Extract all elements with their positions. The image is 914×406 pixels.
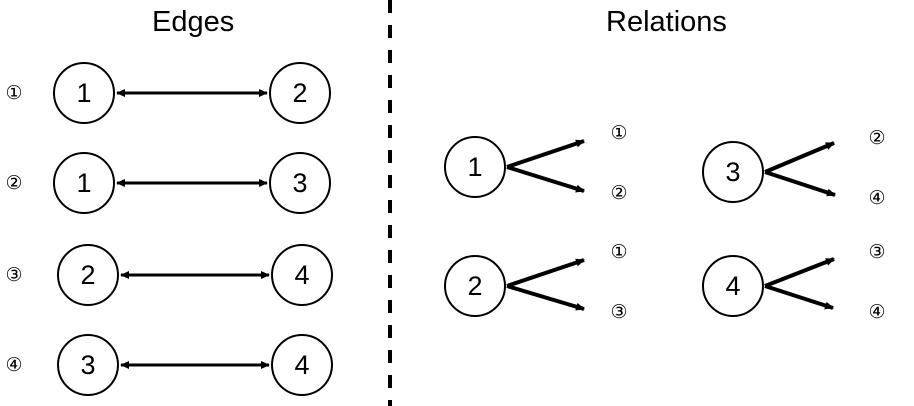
relation-node: 4 bbox=[702, 255, 764, 317]
relation-arrow bbox=[506, 165, 585, 193]
edge-node-from: 1 bbox=[53, 152, 115, 214]
relation-arrow bbox=[764, 170, 836, 197]
relation-arrow bbox=[506, 139, 585, 169]
relation-arrow bbox=[506, 258, 585, 288]
relation-node: 2 bbox=[444, 255, 506, 317]
edge-node-to: 4 bbox=[271, 334, 333, 396]
relation-arrow bbox=[506, 284, 585, 311]
edge-node-from: 3 bbox=[57, 334, 119, 396]
edge-id-label: ② bbox=[5, 172, 23, 194]
relation-target-label: ③ bbox=[868, 241, 886, 263]
relation-node: 3 bbox=[702, 141, 764, 203]
edge-node-to: 4 bbox=[271, 244, 333, 306]
relation-node: 1 bbox=[444, 136, 506, 198]
edge-id-label: ④ bbox=[5, 354, 23, 376]
relation-target-label: ④ bbox=[868, 301, 886, 323]
edge-id-label: ① bbox=[5, 82, 23, 104]
relation-target-label: ② bbox=[610, 182, 628, 204]
relation-target-label: ① bbox=[610, 122, 628, 144]
edge-id-label: ③ bbox=[5, 264, 23, 286]
relations-title: Relations bbox=[606, 6, 727, 38]
edge-node-to: 3 bbox=[269, 152, 331, 214]
edge-node-to: 2 bbox=[269, 62, 331, 124]
edge-node-from: 1 bbox=[53, 62, 115, 124]
relation-arrow bbox=[764, 141, 835, 174]
relation-target-label: ② bbox=[868, 127, 886, 149]
relation-arrow bbox=[764, 257, 835, 288]
relation-arrow bbox=[764, 284, 834, 310]
edge-node-from: 2 bbox=[57, 244, 119, 306]
relation-target-label: ③ bbox=[610, 301, 628, 323]
relation-target-label: ① bbox=[610, 241, 628, 263]
edges-title: Edges bbox=[152, 6, 235, 38]
relation-target-label: ④ bbox=[868, 187, 886, 209]
